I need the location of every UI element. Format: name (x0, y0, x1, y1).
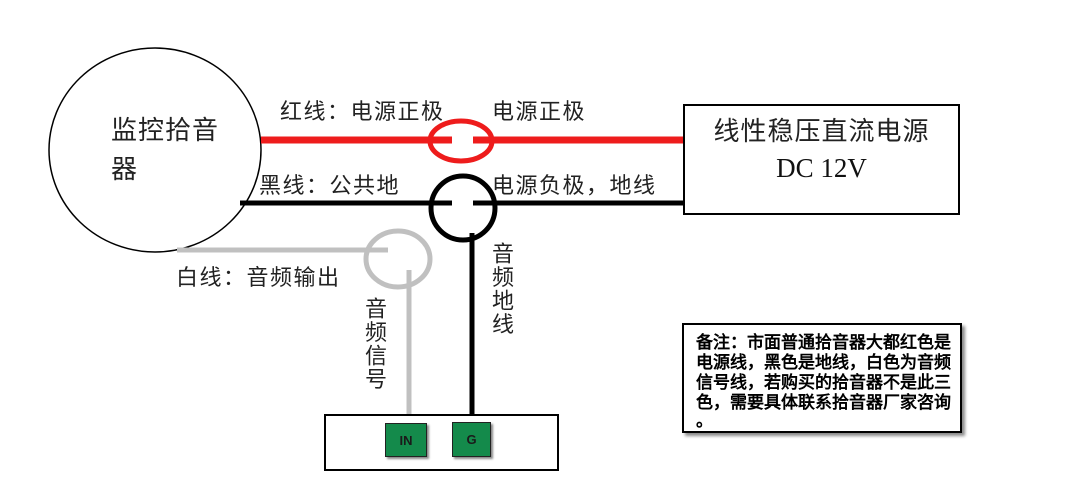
note-line: 信号线，若购买的拾音器不是此三 (696, 373, 951, 392)
note-line: 备注：市面普通拾音器大都红色是 (696, 333, 951, 352)
power-negative-label: 电源负极，地线 (492, 173, 657, 198)
note-box: 备注：市面普通拾音器大都红色是 电源线，黑色是地线，白色为音频 信号线，若购买的… (682, 323, 962, 433)
power-supply-box (683, 104, 960, 215)
white-wire-label: 白线：音频输出 (176, 265, 341, 290)
power-supply-spec: DC 12V (776, 153, 867, 183)
power-positive-label: 电源正极 (492, 99, 587, 124)
note-line: 。 (696, 411, 713, 430)
microphone-label-line2: 器 (111, 154, 139, 184)
power-supply-title: 线性稳压直流电源 (713, 116, 930, 146)
black-junction-ring (428, 173, 498, 243)
white-junction-ring (363, 228, 433, 290)
note-line: 色，需要具体联系拾音器厂家咨询 (696, 393, 951, 412)
pin-in: IN (385, 423, 427, 457)
audio-signal-label: 音频信号 (362, 297, 387, 391)
audio-ground-label: 音频地线 (489, 242, 514, 336)
red-wire-label: 红线：电源正极 (280, 99, 445, 124)
pin-ground-label: G (466, 432, 477, 447)
black-wire-label: 黑线：公共地 (259, 173, 401, 198)
note-line: 电源线，黑色是地线，白色为音频 (696, 353, 951, 372)
pin-ground: G (452, 422, 491, 457)
connector-block (324, 414, 559, 471)
pin-in-label: IN (399, 432, 413, 448)
microphone-circle (48, 47, 262, 253)
microphone-label-line1: 监控拾音 (111, 115, 220, 145)
red-junction-ring (427, 118, 495, 164)
